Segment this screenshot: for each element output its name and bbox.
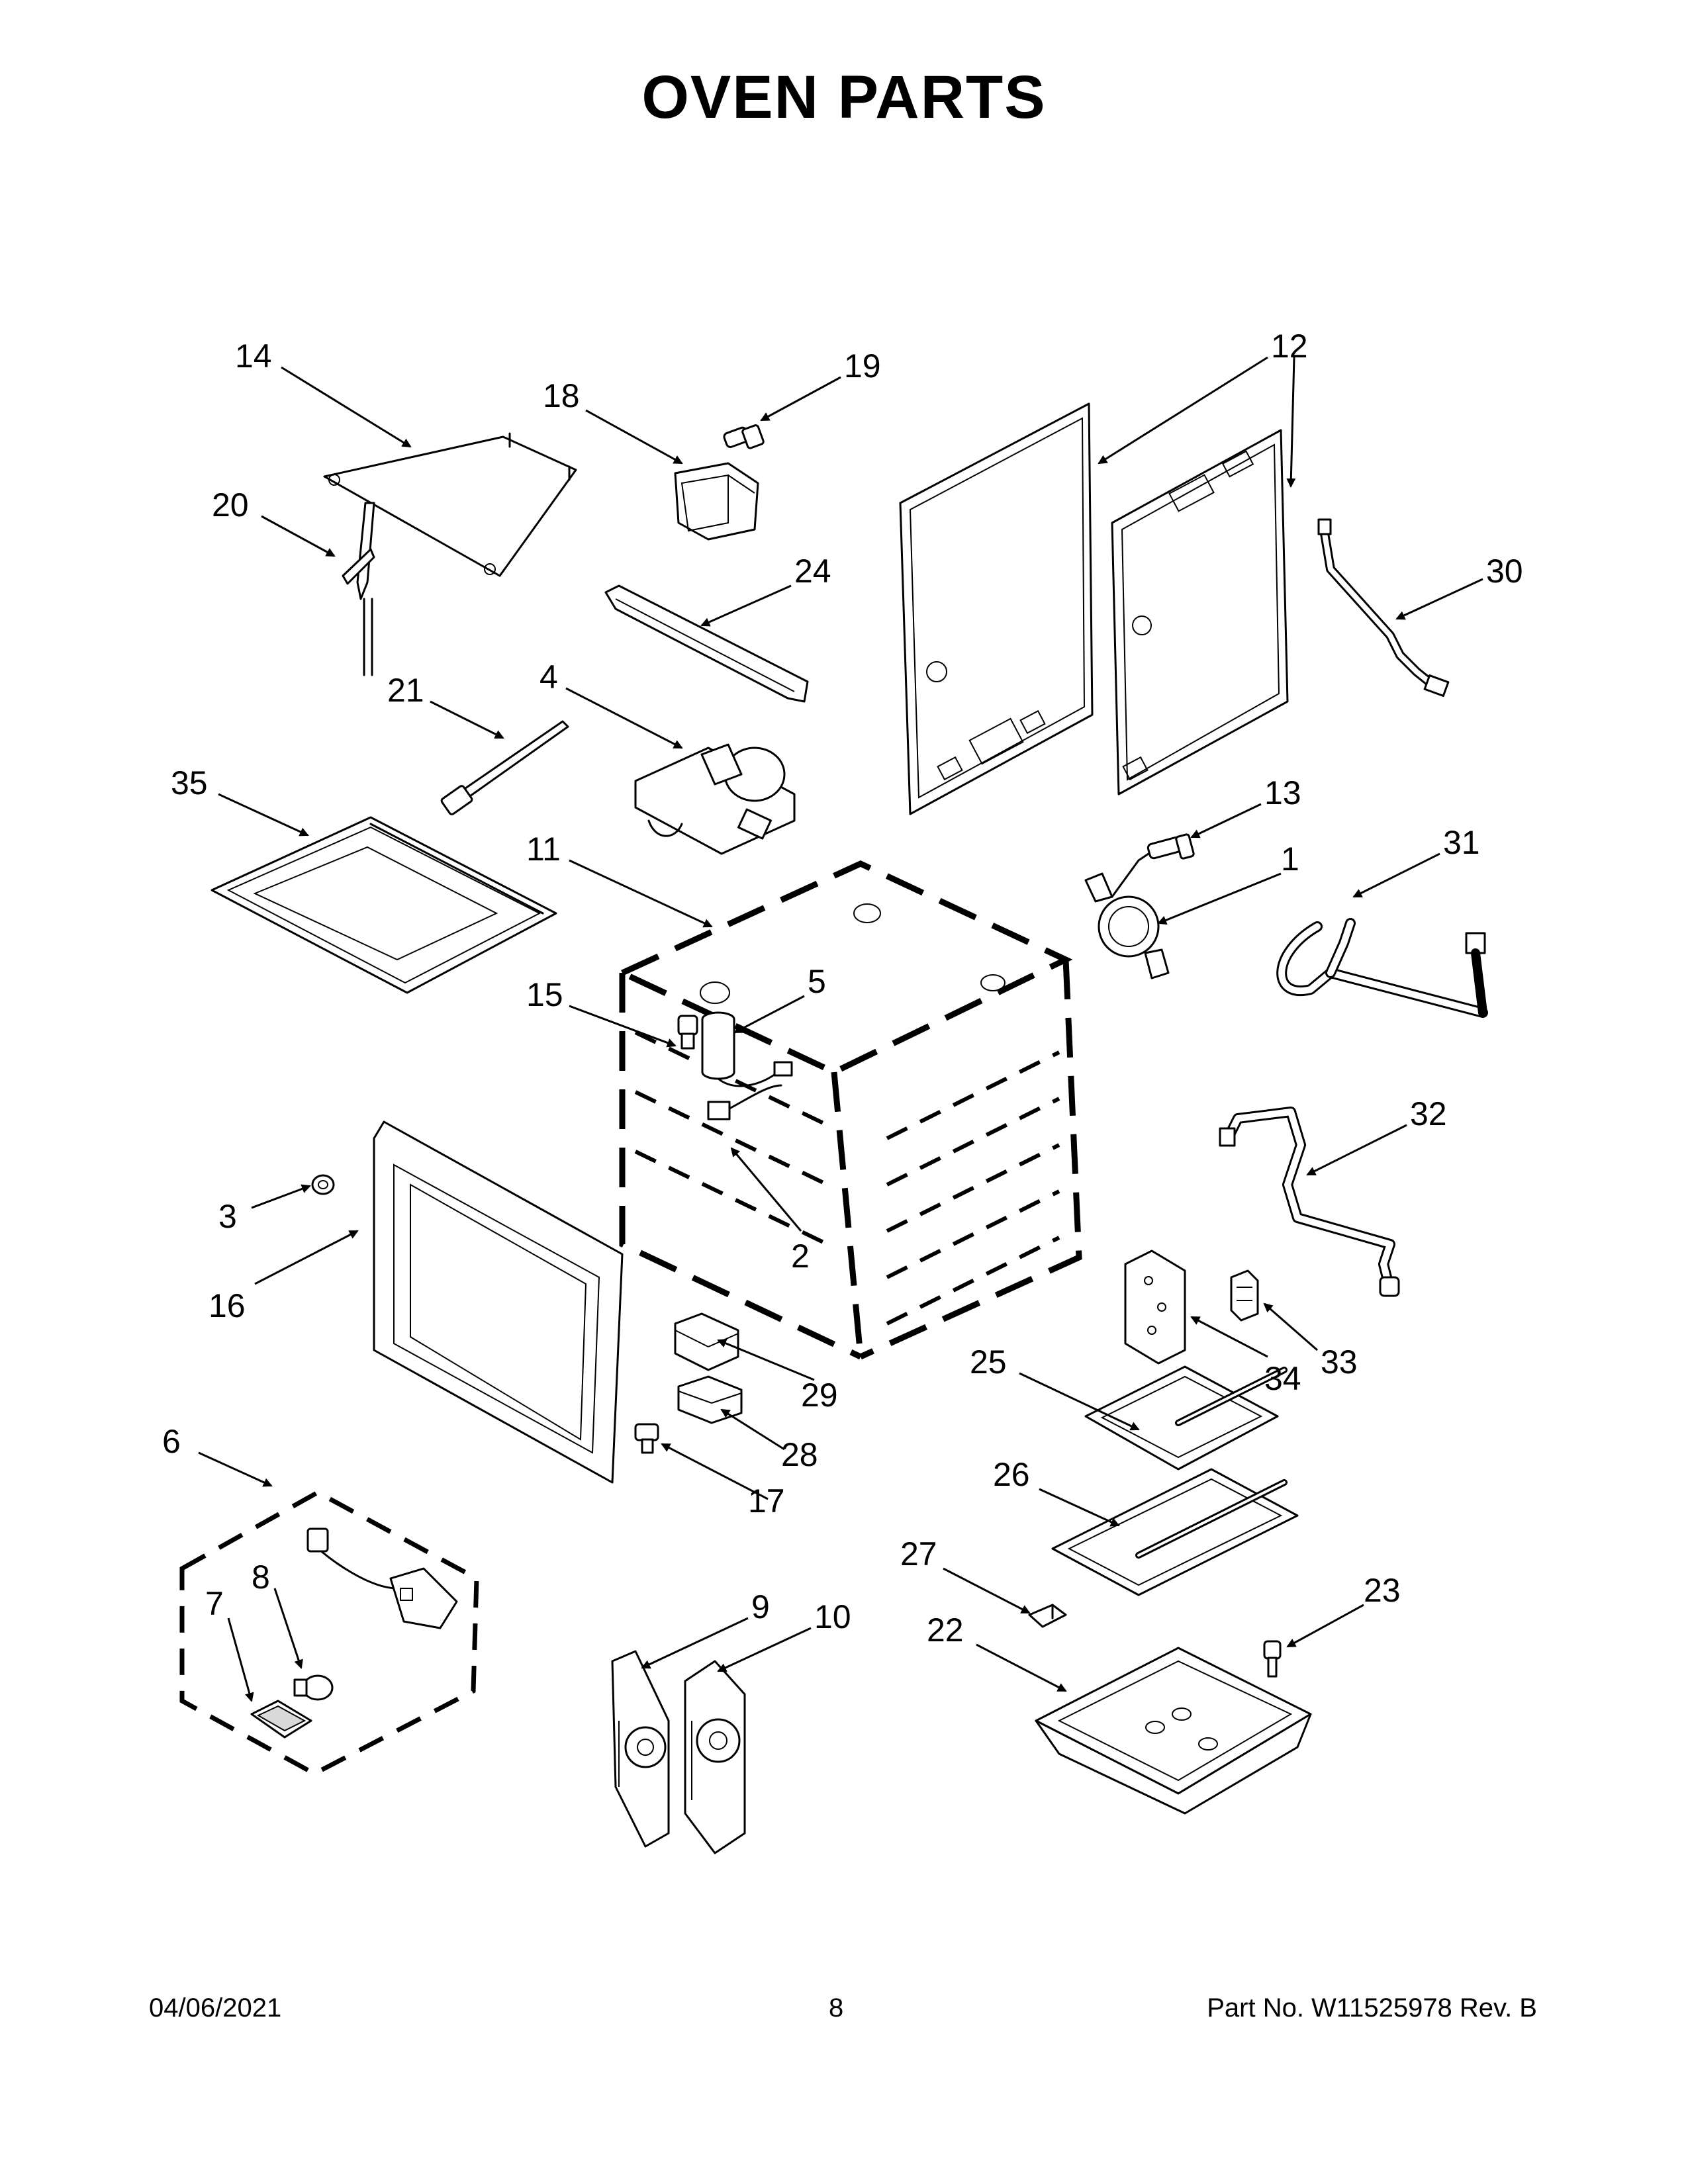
callout-27: 27 bbox=[900, 1535, 937, 1572]
callout-9: 9 bbox=[751, 1588, 770, 1625]
part-5-sensor bbox=[701, 1011, 793, 1087]
callout-6: 6 bbox=[162, 1423, 181, 1460]
part-27-bracket bbox=[1028, 1604, 1067, 1628]
page-title: OVEN PARTS bbox=[641, 64, 1047, 131]
callout-23: 23 bbox=[1364, 1572, 1401, 1609]
callout-5: 5 bbox=[808, 963, 826, 1000]
part-33-clip bbox=[1230, 1269, 1259, 1322]
callout-2: 2 bbox=[791, 1238, 810, 1275]
part-34-plate bbox=[1124, 1250, 1186, 1365]
callout-32: 32 bbox=[1410, 1095, 1447, 1132]
callout-35: 35 bbox=[171, 764, 208, 801]
part-35-shield bbox=[211, 816, 557, 994]
callout-24: 24 bbox=[794, 553, 831, 590]
callout-10: 10 bbox=[814, 1598, 851, 1635]
callout-13: 13 bbox=[1264, 774, 1301, 811]
callout-14: 14 bbox=[235, 338, 272, 375]
callout-17: 17 bbox=[748, 1482, 785, 1520]
part-30-gas-tube bbox=[1317, 518, 1450, 697]
part-19-screw bbox=[723, 424, 765, 449]
part-3-nut bbox=[311, 1174, 335, 1195]
part-7-lens bbox=[250, 1700, 312, 1739]
callout-labels: 14 18 19 20 24 21 4 12 30 35 11 13 1 31 … bbox=[162, 328, 1523, 1649]
part-4-valve-assembly bbox=[634, 743, 796, 855]
callout-31: 31 bbox=[1443, 824, 1480, 861]
footer-date: 04/06/2021 bbox=[149, 1993, 282, 2023]
callout-33: 33 bbox=[1321, 1343, 1358, 1381]
part-6-light-kit bbox=[179, 1490, 479, 1776]
footer-page-number: 8 bbox=[829, 1993, 844, 2023]
part-1-plate bbox=[1084, 852, 1170, 979]
callout-1: 1 bbox=[1281, 841, 1299, 878]
callout-34: 34 bbox=[1264, 1360, 1301, 1397]
part-18-bracket-box bbox=[674, 462, 759, 541]
callout-28: 28 bbox=[781, 1436, 818, 1473]
part-11-oven-cavity bbox=[615, 860, 1082, 1360]
part-32-gas-tube bbox=[1219, 1107, 1400, 1297]
callout-20: 20 bbox=[212, 486, 249, 523]
part-9-hinge-left bbox=[611, 1650, 670, 1848]
callout-30: 30 bbox=[1486, 553, 1523, 590]
callout-22: 22 bbox=[927, 1612, 964, 1649]
part-31-burner-tube bbox=[1276, 918, 1488, 1018]
callout-26: 26 bbox=[993, 1456, 1030, 1493]
part-15-bolt bbox=[677, 1015, 698, 1050]
part-2-connector bbox=[707, 1084, 782, 1120]
part-20-igniter bbox=[342, 502, 375, 676]
callout-18: 18 bbox=[543, 377, 580, 414]
callout-16: 16 bbox=[209, 1287, 246, 1324]
part-16-frame bbox=[373, 1120, 624, 1484]
part-25-upper-burner bbox=[1084, 1365, 1288, 1471]
footer-part-number: Part No. W11525978 Rev. B bbox=[1207, 1993, 1537, 2023]
leader-lines bbox=[198, 356, 1483, 1702]
callout-4: 4 bbox=[539, 659, 558, 696]
part-10-hinge-right bbox=[684, 1660, 746, 1854]
part-13-screw bbox=[1147, 833, 1195, 860]
callout-25: 25 bbox=[970, 1343, 1007, 1381]
callout-3: 3 bbox=[218, 1198, 237, 1235]
part-24-rail bbox=[604, 584, 809, 703]
callout-29: 29 bbox=[801, 1377, 838, 1414]
callout-7: 7 bbox=[205, 1585, 224, 1622]
part-29-bracket bbox=[674, 1312, 739, 1371]
callout-15: 15 bbox=[526, 976, 563, 1013]
part-17-bolt bbox=[634, 1423, 659, 1454]
part-23-screw bbox=[1263, 1640, 1282, 1678]
callout-21: 21 bbox=[387, 672, 424, 709]
part-14-bracket-plate bbox=[323, 432, 577, 577]
part-26-lower-burner bbox=[1051, 1468, 1299, 1596]
part-22-burner-box bbox=[1035, 1647, 1312, 1815]
callout-11: 11 bbox=[526, 831, 561, 868]
callout-12: 12 bbox=[1271, 328, 1308, 365]
callout-19: 19 bbox=[844, 347, 881, 385]
callout-8: 8 bbox=[252, 1559, 270, 1596]
part-12-rear-panels bbox=[899, 402, 1289, 815]
part-21-probe bbox=[440, 720, 569, 815]
part-8-bulb bbox=[293, 1674, 334, 1701]
